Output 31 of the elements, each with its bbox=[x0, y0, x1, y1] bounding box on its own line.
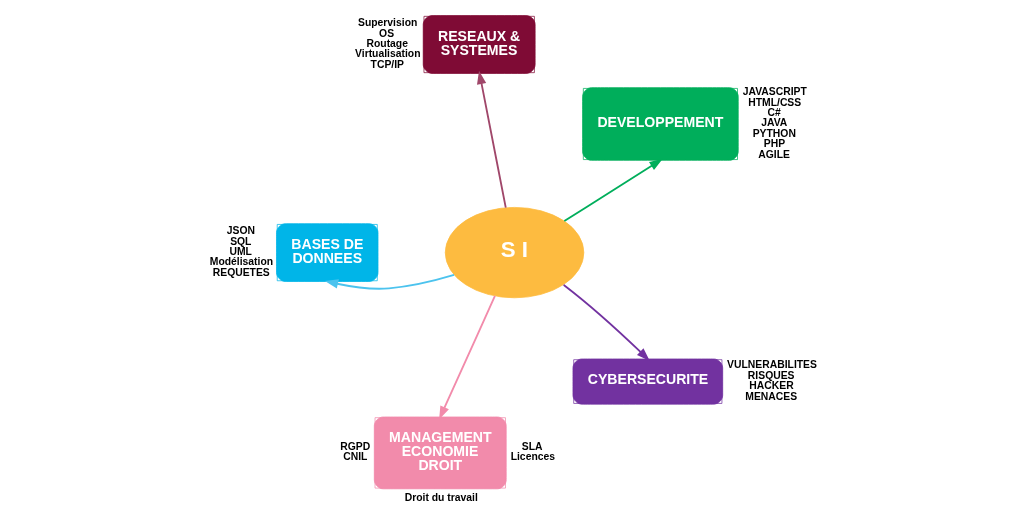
arrow bbox=[439, 295, 496, 420]
arrow bbox=[477, 70, 507, 209]
node-label: Licences bbox=[510, 451, 556, 463]
node-label: RISQUES bbox=[747, 369, 795, 381]
node-label: MENACES bbox=[745, 390, 798, 402]
node-label: PHP bbox=[763, 138, 786, 150]
arrow bbox=[563, 158, 663, 222]
node-label: SQL bbox=[230, 235, 252, 247]
node-label: CNIL bbox=[343, 451, 368, 463]
node-label: C# bbox=[767, 106, 781, 118]
node-ellipse: S I bbox=[444, 207, 585, 299]
node-label: Droit du travail bbox=[404, 491, 478, 503]
node-label: JAVA bbox=[761, 117, 788, 129]
node-label: PYTHON bbox=[752, 127, 796, 139]
arrow bbox=[562, 283, 650, 361]
node-label: Virtualisation bbox=[355, 48, 421, 60]
node-label: AGILE bbox=[758, 148, 790, 160]
node-label: REQUETES bbox=[212, 266, 270, 278]
node-label: OS bbox=[379, 27, 395, 39]
node-label: HTML/CSS bbox=[748, 96, 802, 108]
node-label: JSON bbox=[226, 225, 256, 237]
node-label: Supervision bbox=[358, 17, 418, 29]
node-label: JAVASCRIPT bbox=[742, 86, 807, 98]
node-label: Routage bbox=[366, 37, 408, 49]
node-label: TCP/IP bbox=[370, 58, 404, 70]
node-label: Modélisation bbox=[209, 256, 274, 268]
node-label: HACKER bbox=[749, 380, 794, 392]
arrow bbox=[324, 273, 455, 290]
node-label: SLA bbox=[521, 441, 543, 453]
node-label: VULNERABILITES bbox=[727, 359, 817, 371]
node-label: RGPD bbox=[340, 441, 371, 453]
